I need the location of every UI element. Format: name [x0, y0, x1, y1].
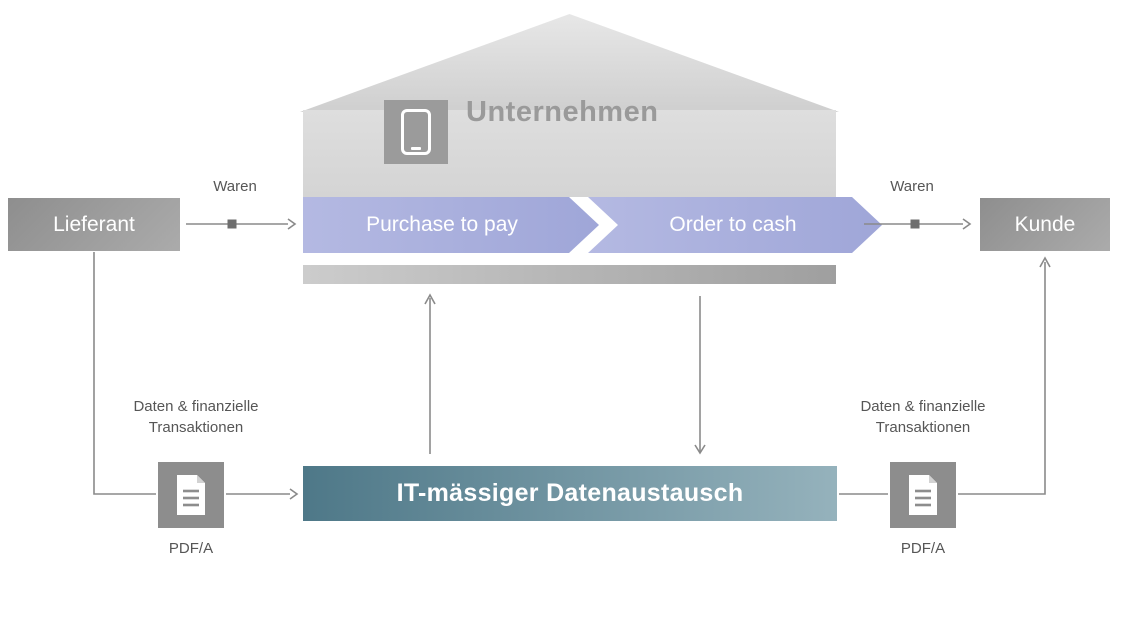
data-transactions-label-left: Daten & finanzielle Transaktionen	[106, 396, 286, 438]
supplier-box: Lieferant	[8, 198, 180, 251]
chevron-purchase-to-pay-label: Purchase to pay	[366, 213, 518, 236]
pdfa-label-left: PDF/A	[168, 540, 214, 557]
flow-up-arrow	[424, 293, 436, 454]
pdf-document-icon-left	[158, 462, 224, 528]
chevron-purchase-to-pay: Purchase to pay	[303, 197, 599, 253]
it-exchange-bar: IT-mässiger Datenaustausch	[303, 466, 837, 521]
it-exchange-label: IT-mässiger Datenaustausch	[396, 479, 744, 507]
customer-box: Kunde	[980, 198, 1110, 251]
document-glyph	[909, 475, 937, 515]
pdfa-label-right: PDF/A	[900, 540, 946, 557]
chevron-order-to-cash: Order to cash	[588, 197, 882, 253]
supplier-data-line	[93, 252, 156, 495]
document-glyph	[177, 475, 205, 515]
house-floor-bar	[303, 265, 836, 284]
goods-label-right: Waren	[890, 178, 934, 195]
smartphone-home-button	[411, 147, 421, 150]
waren-arrow-left	[186, 218, 297, 230]
smartphone-outline	[401, 109, 431, 155]
doc-to-customer-arrow	[958, 256, 1051, 495]
data-label-left-line1: Daten & finanzielle	[133, 398, 259, 415]
pdf-document-icon-right	[890, 462, 956, 528]
goods-label-left: Waren	[213, 178, 257, 195]
data-label-right-line2: Transaktionen	[875, 419, 971, 436]
data-transactions-label-right: Daten & finanzielle Transaktionen	[833, 396, 1013, 438]
customer-label: Kunde	[1014, 212, 1076, 236]
data-label-left-line2: Transaktionen	[148, 419, 244, 436]
smartphone-icon	[384, 100, 448, 164]
flow-down-arrow	[694, 296, 706, 455]
company-title: Unternehmen	[466, 96, 659, 128]
supplier-label: Lieferant	[53, 212, 135, 236]
chevron-order-to-cash-label: Order to cash	[669, 213, 797, 236]
data-label-right-line1: Daten & finanzielle	[860, 398, 986, 415]
doc-to-exchange-arrow	[226, 488, 299, 500]
